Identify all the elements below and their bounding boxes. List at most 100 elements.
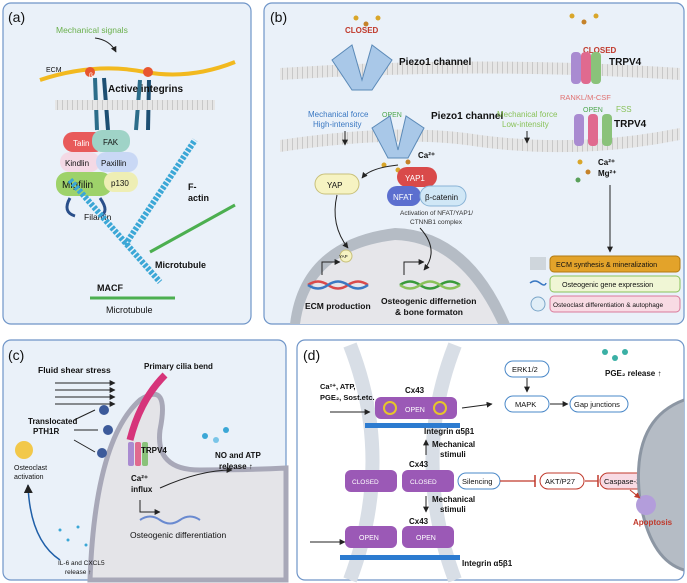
mapk-label: MAPK bbox=[515, 400, 536, 409]
integrin-label-1: Integrin α5β1 bbox=[424, 427, 475, 436]
kindlin-blob bbox=[60, 152, 100, 172]
mechanical-signals-label: Mechanical signals bbox=[56, 25, 128, 35]
f-actin-1 bbox=[67, 178, 163, 284]
box-osteoclast-label: Osteoclast differentiation & autophage bbox=[553, 302, 663, 309]
mapk-pill bbox=[504, 395, 550, 413]
mg-ion-label: Mg²⁺ bbox=[598, 169, 616, 178]
osteoclast-icon-c bbox=[15, 441, 33, 459]
panel-b-label: (b) bbox=[270, 9, 287, 25]
translocated-label-1: Translocated bbox=[28, 417, 77, 426]
closed-label-1: CLOSED bbox=[345, 26, 379, 35]
pth1r-3 bbox=[97, 448, 107, 458]
activation-label-2: CTNNB1 complex bbox=[410, 219, 463, 226]
osteoclast-label-2: activation bbox=[14, 474, 44, 481]
caspase-label: Caspase-3 bbox=[604, 477, 640, 486]
mech-force-high-1: Mechanical force bbox=[308, 110, 369, 119]
panel-c: (c) Fluid shear stress Primary cilia ben… bbox=[2, 339, 289, 583]
microtubule-label-1: Microtubule bbox=[155, 260, 206, 270]
akt-label: AKT/P27 bbox=[545, 477, 575, 486]
open-d-label-2: OPEN bbox=[359, 535, 379, 542]
p130-label: p130 bbox=[111, 179, 129, 188]
ca-ion-label: Ca²⁺ bbox=[418, 151, 435, 160]
yap-blob bbox=[314, 173, 360, 195]
closed-label-2: CLOSED bbox=[583, 46, 617, 55]
pge2-release-label: PGE₂ release ↑ bbox=[605, 369, 661, 378]
fak-label: FAK bbox=[103, 138, 119, 147]
panel-c-label: (c) bbox=[8, 347, 24, 363]
il6-to-osteoclast-arrow bbox=[23, 484, 61, 561]
dna-1b bbox=[307, 280, 369, 290]
trpv4-label-1: TRPV4 bbox=[609, 57, 642, 68]
il6-label-2: release ↑ bbox=[65, 569, 91, 576]
il6-label-1: IL-6 and CXCL5 bbox=[58, 560, 105, 567]
beta-catenin-blob bbox=[419, 185, 467, 207]
cx43-label-2: Cx43 bbox=[409, 460, 429, 469]
panel-a-label: (a) bbox=[8, 9, 25, 25]
gap-junctions-label: Gap junctions bbox=[574, 400, 620, 409]
membrane-d-right bbox=[425, 342, 462, 583]
activation-label-1: Activation of NFAT/YAP1/ bbox=[400, 210, 473, 217]
osteo-diff-label-1: Osteogenic differnetion bbox=[381, 296, 476, 306]
box-ecm bbox=[549, 255, 681, 273]
ecm-box-icon bbox=[530, 257, 546, 270]
microtubule-1-line bbox=[149, 203, 236, 254]
cx43-closed-1 bbox=[345, 470, 397, 492]
erk-pill bbox=[504, 360, 550, 378]
beta-catenin-label: β-catenin bbox=[425, 193, 458, 202]
paxillin-label: Paxillin bbox=[101, 159, 126, 168]
dna-1a bbox=[307, 280, 369, 290]
nfat-blob bbox=[387, 186, 421, 206]
transcription-arrow-2 bbox=[403, 259, 425, 275]
ca-atp-label-2: PGE₂, Sost.etc. bbox=[320, 393, 375, 402]
mech-force-low-2: Low-intensity bbox=[502, 120, 549, 129]
yap1-label: YAP1 bbox=[405, 174, 425, 183]
microtubule-label-2: Microtubule bbox=[106, 305, 153, 315]
ligand-1 bbox=[85, 67, 95, 77]
mechanical-label-1a: Mechanical bbox=[432, 440, 475, 449]
trpv4-open-3 bbox=[602, 114, 612, 146]
mechanical-label-1b: stimuli bbox=[440, 450, 466, 459]
fak-blob bbox=[92, 130, 130, 152]
erk-label: ERK1/2 bbox=[512, 365, 538, 374]
open-label-2: OPEN bbox=[583, 107, 603, 114]
active-integrins-label: Active integrins bbox=[108, 84, 183, 95]
ca-influx-label-2: influx bbox=[131, 485, 153, 494]
osteo-diff-label-2: & bone formaton bbox=[395, 307, 463, 317]
mech-force-low-1: Mechanical force bbox=[497, 110, 558, 119]
trpv4-closed-1 bbox=[571, 52, 581, 84]
primary-cilium bbox=[126, 372, 168, 441]
panel-d-label: (d) bbox=[303, 347, 320, 363]
no-atp-label-2: release ↑ bbox=[219, 462, 253, 471]
gene-icon bbox=[529, 280, 547, 286]
f-actin-2 bbox=[122, 138, 198, 247]
ecm-label: ECM bbox=[46, 67, 62, 74]
fss-label: FSS bbox=[616, 105, 632, 114]
ca-ion-label-2: Ca²⁺ bbox=[598, 158, 615, 167]
yap-small-label: YAP bbox=[339, 254, 348, 259]
panel-b: (b) CLOSED Piezo1 channel CLOSED TRPV4 R… bbox=[263, 2, 685, 325]
osteoclast-icon bbox=[530, 296, 546, 312]
cx43-label-1: Cx43 bbox=[405, 386, 425, 395]
translocated-label-2: PTH1R bbox=[33, 427, 59, 436]
trpv4-open-2 bbox=[588, 114, 598, 146]
membrane-d-left bbox=[343, 342, 380, 583]
trpv4-open-1 bbox=[574, 114, 584, 146]
macf-label: MACF bbox=[97, 283, 123, 293]
open-label-1: OPEN bbox=[382, 112, 402, 119]
ca-influx-label-1: Ca²⁺ bbox=[131, 474, 148, 483]
osteoclast-label-1: Osteoclast bbox=[14, 465, 47, 472]
trpv4-closed-3 bbox=[591, 52, 601, 84]
yap1-blob bbox=[397, 167, 437, 187]
yap-label: YAP bbox=[327, 181, 342, 190]
cx43-open-3 bbox=[402, 526, 454, 548]
pth1r-1 bbox=[99, 405, 109, 415]
f-actin-label-1: F- bbox=[188, 182, 197, 192]
no-atp-label-1: NO and ATP bbox=[215, 451, 261, 460]
cx43-open-2 bbox=[345, 526, 397, 548]
mech-force-high-2: High-intensity bbox=[313, 120, 361, 129]
pth1r-2 bbox=[103, 425, 113, 435]
mechanical-label-2b: stimuli bbox=[440, 505, 466, 514]
dna-2b bbox=[399, 280, 461, 290]
cx43-closed-2 bbox=[402, 470, 454, 492]
